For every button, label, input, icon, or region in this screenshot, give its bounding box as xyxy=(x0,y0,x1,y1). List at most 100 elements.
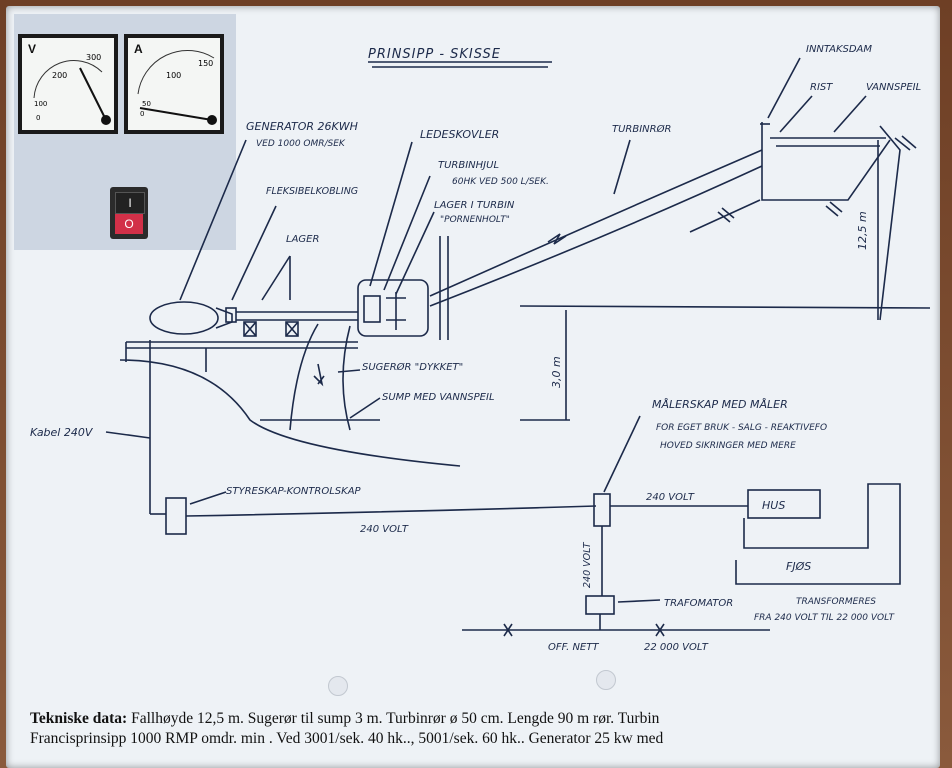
leader-bearing-turbine xyxy=(395,211,435,295)
pin-icon xyxy=(596,670,616,690)
label-grid: OFF. NETT xyxy=(548,642,599,653)
switch-off[interactable]: O xyxy=(115,214,143,234)
label-penstock: TURBINRØR xyxy=(612,123,671,135)
transformer-box xyxy=(585,595,615,615)
generator-coupling xyxy=(215,307,233,329)
ground-level xyxy=(519,305,931,309)
draft-tube-left xyxy=(289,323,319,431)
volt-tick-0: 0 xyxy=(36,114,40,122)
voltmeter-dial-icon: 200 300 100 0 xyxy=(33,53,111,125)
penstock-upper xyxy=(429,149,763,297)
switch-on[interactable]: I xyxy=(115,192,145,214)
leader-sump xyxy=(349,397,381,419)
pin-icon xyxy=(328,676,348,696)
label-pornenholt: "PORNENHOLT" xyxy=(440,215,510,225)
cable-240-left xyxy=(185,505,597,517)
label-rack: RIST xyxy=(810,82,833,93)
label-intake: INNTAKSDAM xyxy=(806,44,872,55)
power-switch[interactable]: I O xyxy=(110,187,148,239)
label-turbinewheel: TURBINHJUL xyxy=(438,160,499,171)
caption-heading: Tekniske data: xyxy=(30,710,128,727)
label-22000: 22 000 VOLT xyxy=(644,642,709,653)
leader-rack xyxy=(779,95,813,133)
label-waterlevel: VANNSPEIL xyxy=(866,82,921,93)
grid-mark-1 xyxy=(503,623,513,637)
turbine-wheel-icon xyxy=(363,295,381,323)
flow-arrow-icon xyxy=(547,233,567,245)
label-turbinewheel-sub: 60HK VED 500 L/SEK. xyxy=(452,177,549,187)
label-bearing: LAGER xyxy=(286,234,319,245)
label-barn: FJØS xyxy=(786,560,811,573)
terrain-contour xyxy=(119,359,461,467)
leader-coupling xyxy=(231,205,277,301)
leader-intake xyxy=(767,57,801,119)
label-house: HUS xyxy=(762,499,785,512)
label-metercab: MÅLERSKAP MED MÅLER xyxy=(652,398,788,411)
hatch-1 xyxy=(894,135,917,151)
label-trafo-desc1: TRANSFORMERES xyxy=(796,597,876,607)
label-generator-sub: VED 1000 OMR/SEK xyxy=(256,139,346,149)
barn-outline xyxy=(735,483,901,585)
intake-dam-outline xyxy=(761,122,891,201)
leader-controlcab xyxy=(189,491,227,505)
ammeter-dial-icon: 100 150 50 0 xyxy=(137,49,217,125)
leader-wheel xyxy=(383,175,431,291)
leader-bearing-1 xyxy=(261,255,291,301)
leader-cable xyxy=(105,431,151,439)
label-height-3: 3,0 m xyxy=(550,356,563,388)
grid-mark-2 xyxy=(655,623,665,637)
amp-tick-100: 100 xyxy=(166,71,181,80)
label-sump: SUMP MED VANNSPEIL xyxy=(382,392,495,403)
label-height-12: 12,5 m xyxy=(856,211,869,250)
label-controlcab: STYRESKAP-KONTROLSKAP xyxy=(226,486,362,497)
bearing-2 xyxy=(285,321,299,337)
label-bearing-turbine: LAGER I TURBIN xyxy=(434,200,515,211)
hatch-2 xyxy=(717,207,735,223)
turbine-housing xyxy=(357,279,429,337)
leader-generator xyxy=(179,139,247,301)
label-metercab-sub1: FOR EGET BRUK - SALG - REAKTIVEFO xyxy=(656,423,827,433)
leader-metercab xyxy=(603,415,641,493)
down-arrow-icon xyxy=(313,363,325,387)
label-generator: GENERATOR 26KWH xyxy=(246,120,358,133)
control-panel: 200 300 100 0 V 100 150 50 0 A I O xyxy=(14,14,236,250)
volt-tick-200: 200 xyxy=(52,71,67,80)
label-flexcoupling: FLEKSIBELKOBLING xyxy=(266,186,358,197)
leader-trafo xyxy=(617,599,661,603)
leader-waterlevel xyxy=(833,95,867,133)
amp-tick-50: 50 xyxy=(142,100,151,108)
amp-tick-0: 0 xyxy=(140,110,144,118)
control-cabinet xyxy=(165,497,187,535)
dam-slope xyxy=(879,125,901,321)
leader-guidevanes xyxy=(369,141,413,287)
voltmeter-unit: V xyxy=(28,42,37,56)
volt-tick-100: 100 xyxy=(34,100,47,108)
bearing-1 xyxy=(243,321,257,337)
caption-line-1: Fallhøyde 12,5 m. Sugerør til sump 3 m. … xyxy=(131,710,660,727)
label-240-left: 240 VOLT xyxy=(360,524,409,535)
volt-tick-300: 300 xyxy=(86,53,101,62)
flexible-coupling xyxy=(225,307,237,323)
label-transformer: TRAFOMATOR xyxy=(664,598,733,609)
label-cable: Kabel 240V xyxy=(30,426,94,439)
hatch-3 xyxy=(825,201,843,217)
technical-data-caption: Tekniske data: Fallhøyde 12,5 m. Sugerør… xyxy=(30,709,930,749)
meter-cabinet xyxy=(593,493,611,527)
dam-ground xyxy=(689,199,761,233)
label-240-vert: 240 VOLT xyxy=(582,541,593,588)
generator-body xyxy=(149,301,219,335)
ammeter-unit: A xyxy=(134,42,143,56)
label-guidevanes: LEDESKOVLER xyxy=(420,128,499,141)
label-metercab-sub2: HOVED SIKRINGER MED MERE xyxy=(660,441,796,451)
caption-line-2: Francisprinsipp 1000 RMP omdr. min . Ved… xyxy=(30,730,664,747)
label-drafttube: SUGERØR "DYKKET" xyxy=(362,361,463,373)
label-240-right: 240 VOLT xyxy=(646,492,695,503)
leader-penstock xyxy=(613,139,631,195)
voltmeter: 200 300 100 0 V xyxy=(18,34,118,134)
leader-drafttube xyxy=(337,369,361,373)
ammeter: 100 150 50 0 A xyxy=(124,34,224,134)
house-box xyxy=(747,489,821,519)
penstock-lower xyxy=(429,165,763,307)
label-trafo-desc2: FRA 240 VOLT TIL 22 000 VOLT xyxy=(754,613,896,623)
